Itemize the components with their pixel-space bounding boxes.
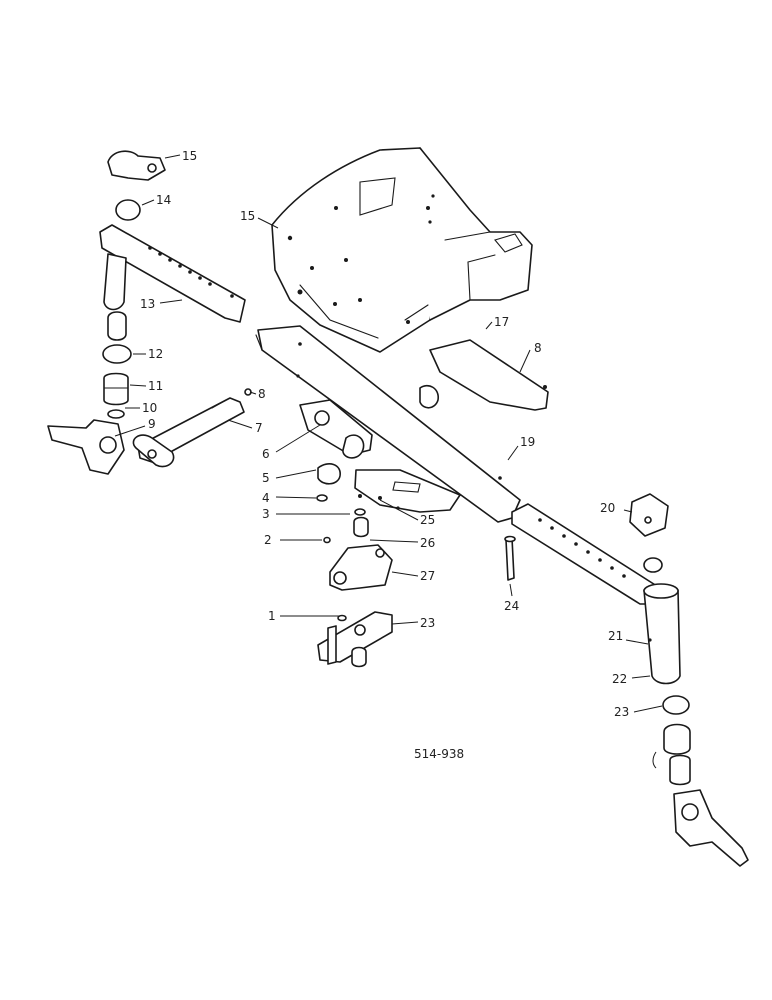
- callout-label: 3: [262, 507, 270, 521]
- callout-label: 14: [156, 193, 171, 207]
- end-cap: [629, 493, 669, 537]
- callout-label: 15: [182, 149, 197, 163]
- callout-labels: 15 14 15 13 12 11 10 9 8 7 6 5 4 3 2 1 1: [114, 149, 663, 769]
- callout-label: 5: [262, 471, 270, 485]
- callout-label: 4: [262, 491, 270, 505]
- callout-label: 15: [240, 209, 255, 223]
- left-axle-extension: [99, 150, 246, 323]
- callout-label: 22: [612, 672, 627, 686]
- callout-label: 9: [148, 417, 156, 431]
- front-axle-beam: [255, 325, 521, 523]
- bolt: [504, 535, 516, 581]
- callout-label: 25: [420, 513, 435, 527]
- right-spindle-parts: [662, 695, 749, 867]
- callout-label: 8: [258, 387, 266, 401]
- callout-label: 24: [504, 599, 519, 613]
- callout-label: 26: [420, 536, 435, 550]
- callout-label: 19: [520, 435, 535, 449]
- skid-plate: [429, 339, 549, 411]
- left-spindle-parts: [47, 311, 132, 475]
- callout-label: 1: [268, 609, 276, 623]
- callout-label: 20: [600, 501, 615, 515]
- callout-label: 12: [148, 347, 163, 361]
- callout-label: 13: [140, 297, 155, 311]
- clamp-plate: [317, 611, 393, 668]
- callout-label: 6: [262, 447, 270, 461]
- steering-arm: [329, 544, 393, 591]
- drawing-number: 514-938: [414, 747, 464, 761]
- bolster-bracket: [271, 147, 533, 353]
- callout-label: 2: [264, 533, 272, 547]
- left-tie-rod: [132, 388, 252, 468]
- callout-label: 11: [148, 379, 163, 393]
- callout-label: 21: [608, 629, 623, 643]
- right-axle-extension: [511, 503, 681, 685]
- callout-label: 23: [420, 616, 435, 630]
- pivot-bracket: [299, 399, 461, 513]
- callout-label: 7: [255, 421, 263, 435]
- callout-label: 17: [494, 315, 509, 329]
- small-hardware: [316, 494, 369, 544]
- callout-label: 10: [142, 401, 157, 415]
- callout-label: 27: [420, 569, 435, 583]
- callout-label: 23: [614, 705, 629, 719]
- callout-label: 8: [534, 341, 542, 355]
